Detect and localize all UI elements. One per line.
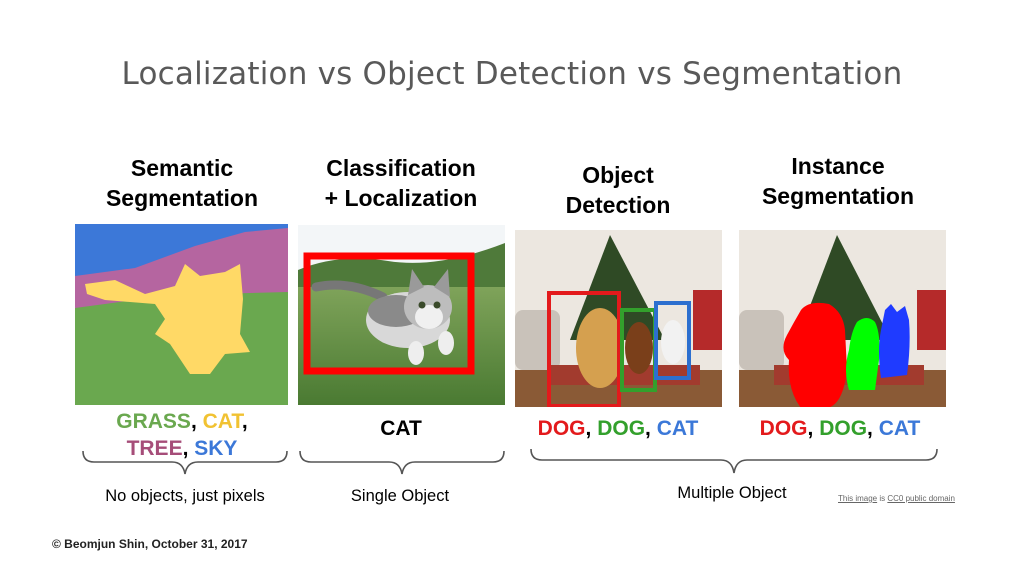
heading-line: Classification: [326, 155, 476, 181]
heading-semantic-segmentation: Semantic Segmentation: [72, 153, 292, 213]
label-token: TREE: [126, 437, 183, 460]
object-detection-image: [515, 230, 722, 407]
label-token: ,: [190, 410, 203, 433]
label-token: DOG: [597, 417, 646, 440]
cat-face: [415, 305, 443, 329]
label-instance: DOG, DOG, CAT: [728, 415, 952, 442]
label-classification: CAT: [290, 415, 512, 442]
instance-segmentation-image: [739, 230, 946, 407]
heading-classification-localization: Classification + Localization: [290, 153, 512, 213]
label-token: DOG: [819, 417, 868, 440]
brace-label-single: Single Object: [350, 487, 450, 505]
label-token: CAT: [380, 417, 422, 440]
sofa-right: [693, 290, 722, 350]
footer-copyright: © Beomjun Shin, October 31, 2017: [52, 537, 248, 551]
cat-white: [661, 320, 685, 364]
label-token: ,: [867, 417, 879, 440]
slide-title: Localization vs Object Detection vs Segm…: [121, 56, 903, 92]
heading-line: Semantic: [130, 155, 234, 181]
label-token: CAT: [202, 410, 242, 433]
brace-single: [299, 450, 505, 475]
label-line: DOG, DOG, CAT: [728, 415, 952, 442]
label-token: ,: [585, 417, 598, 440]
cat-region: [85, 264, 250, 374]
heading-line: Object: [582, 162, 654, 188]
image-credit: This image is CC0 public domain: [838, 494, 955, 503]
label-token: ,: [241, 410, 248, 433]
brace-label-semantic: No objects, just pixels: [105, 487, 265, 505]
brace-semantic: [82, 450, 288, 475]
label-token: GRASS: [116, 410, 191, 433]
label-line: DOG, DOG, CAT: [508, 415, 728, 442]
label-token: ,: [182, 437, 195, 460]
cat-ear-right: [434, 269, 450, 297]
bbox-cat-blue: [654, 301, 691, 380]
cat-tail: [311, 280, 388, 302]
dog-golden: [576, 308, 624, 388]
label-token: DOG: [759, 417, 808, 440]
heading-line: Segmentation: [105, 185, 259, 211]
cat-eye-left: [418, 301, 426, 309]
heading-line: + Localization: [324, 185, 478, 211]
heading-instance-segmentation: Instance Segmentation: [728, 151, 948, 211]
label-semantic: GRASS, CAT, TREE, SKY: [72, 408, 292, 462]
mask-dog-green: [846, 318, 880, 390]
heading-line: Detection: [565, 192, 671, 218]
label-token: ,: [645, 417, 657, 440]
label-token: CAT: [656, 417, 699, 440]
localization-box: [303, 252, 475, 375]
mask-dog-red: [783, 302, 847, 407]
heading-line: Instance: [791, 153, 885, 179]
label-line: GRASS, CAT,: [72, 408, 292, 435]
label-detection: DOG, DOG, CAT: [508, 415, 728, 442]
label-token: CAT: [878, 417, 921, 440]
brace-multiple: [530, 448, 938, 474]
label-token: DOG: [537, 417, 586, 440]
label-line: TREE, SKY: [72, 435, 292, 462]
label-token: SKY: [194, 437, 238, 460]
credit-link-image[interactable]: This image: [838, 494, 878, 503]
label-token: ,: [807, 417, 820, 440]
sofa-right: [917, 290, 946, 350]
brace-label-multiple: Multiple Object: [677, 484, 787, 502]
mask-cat-blue: [879, 304, 910, 378]
cat-paw-right: [438, 331, 454, 355]
rug: [550, 365, 700, 385]
heading-line: Segmentation: [761, 183, 915, 209]
semantic-segmentation-map: [75, 224, 288, 405]
bbox-dog-red: [547, 291, 621, 407]
cat-localization-image: [298, 225, 505, 405]
sofa-left: [739, 310, 784, 370]
credit-text: is: [877, 494, 888, 503]
cat-paw-left: [408, 341, 424, 365]
credit-link-license[interactable]: CC0 public domain: [887, 494, 955, 503]
label-line: CAT: [290, 415, 512, 442]
sofa-left: [515, 310, 560, 370]
cat-ear-left: [408, 269, 424, 295]
dog-brown: [625, 322, 653, 374]
heading-object-detection: Object Detection: [508, 160, 728, 220]
cat-eye-right: [433, 301, 441, 309]
